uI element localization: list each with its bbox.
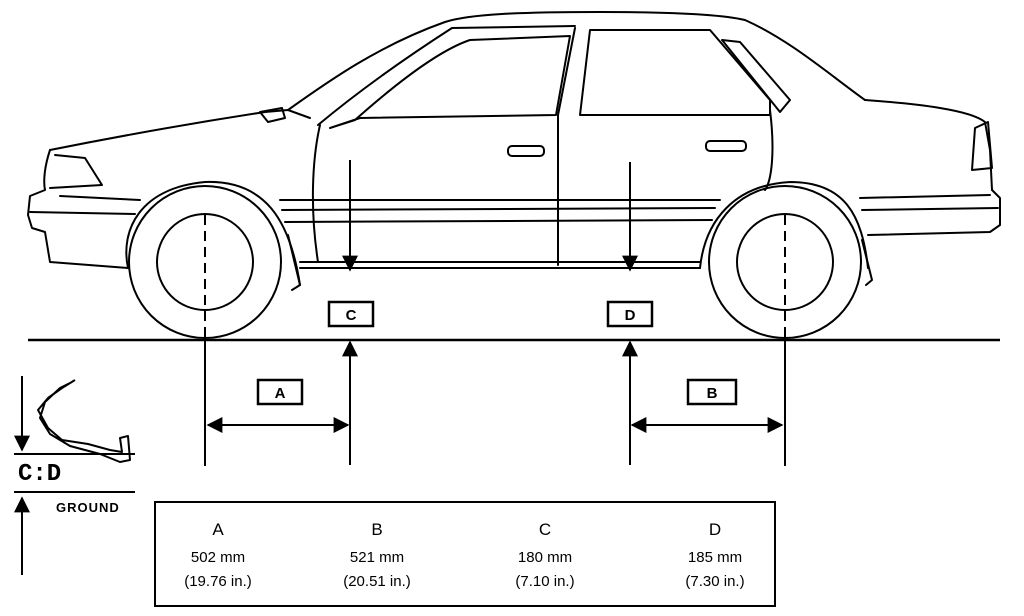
table-inch-a: (19.76 in.) <box>184 573 252 590</box>
rocker-flange-detail-icon <box>37 379 131 463</box>
table-mm-a: 502 mm <box>191 549 245 566</box>
table-mm-b: 521 mm <box>350 549 404 566</box>
front-door-window <box>329 35 571 129</box>
label-b: B <box>707 385 718 402</box>
cd-ground-legend: C:D GROUND <box>14 376 135 575</box>
rear-wheel <box>708 185 862 339</box>
front-door-front-edge <box>311 124 321 263</box>
table-mm-d: 185 mm <box>688 549 742 566</box>
table-inch-c: (7.10 in.) <box>515 573 574 590</box>
table-letter-c: C <box>539 520 551 539</box>
car-rocker <box>299 261 701 269</box>
table-letter-a: A <box>212 520 224 539</box>
table-letter-d: D <box>709 520 721 539</box>
measurement-lines <box>204 160 786 466</box>
table-inch-b: (20.51 in.) <box>343 573 411 590</box>
table-letter-b: B <box>371 520 382 539</box>
label-c: C <box>346 307 357 324</box>
label-box-c: C <box>327 300 375 328</box>
spec-table-border <box>154 501 776 607</box>
car-trim-line <box>29 207 999 215</box>
car-side-view <box>27 11 1001 291</box>
spec-table <box>154 501 776 607</box>
rear-wheel-arch <box>699 181 869 269</box>
car-hood-line <box>49 109 311 151</box>
windshield <box>317 25 576 126</box>
rear-mudflap <box>861 239 873 286</box>
rear-door-window <box>579 29 771 116</box>
label-a: A <box>275 385 286 402</box>
side-mirror <box>259 107 286 123</box>
car-roof-outline <box>287 11 866 111</box>
car-trim-line-2 <box>284 219 713 223</box>
car-trunk-line <box>864 99 993 191</box>
cd-label: C:D <box>18 461 61 488</box>
label-box-b: B <box>686 378 738 406</box>
table-inch-d: (7.30 in.) <box>685 573 744 590</box>
car-headlight <box>49 154 103 189</box>
label-box-a: A <box>256 378 304 406</box>
car-front-nose <box>27 149 129 269</box>
rear-door-rear-edge <box>764 109 774 191</box>
tail-light <box>971 121 993 171</box>
rear-door-handle <box>705 140 747 152</box>
front-wheel <box>128 185 282 339</box>
rear-quarter-window <box>721 39 791 113</box>
front-mudflap <box>287 234 301 291</box>
label-box-d: D <box>606 300 654 328</box>
car-rear-bumper <box>867 189 1001 236</box>
front-wheel-arch <box>125 180 301 286</box>
b-pillar <box>557 27 576 266</box>
car-belt-line <box>59 194 991 201</box>
label-d: D <box>625 307 636 324</box>
ground-label: GROUND <box>56 500 120 515</box>
table-mm-c: 180 mm <box>518 549 572 566</box>
spec-table-cells: A 502 mm (19.76 in.) B 521 mm (20.51 in.) C 180… <box>184 520 744 590</box>
front-door-handle <box>507 145 545 157</box>
